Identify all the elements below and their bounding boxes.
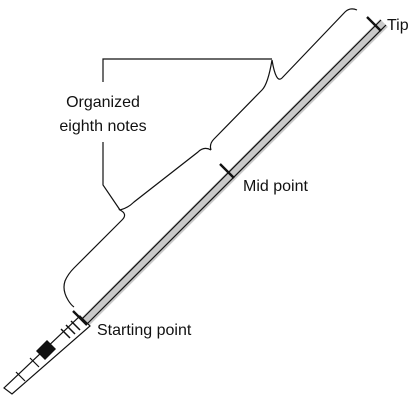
handle-ring-3 <box>70 320 81 331</box>
starting-point-label: Starting point <box>97 322 192 339</box>
handle-ring-2 <box>65 324 76 335</box>
tip-tick <box>366 16 382 32</box>
baton-shading <box>80 19 388 327</box>
baton-handle <box>3 315 91 395</box>
upper-brace <box>209 8 358 151</box>
baton-shaft-line-left <box>80 19 382 321</box>
baton-shaft-line-right <box>85 24 387 326</box>
tick-marks <box>72 16 382 326</box>
braces <box>63 8 358 308</box>
mid-point-label: Mid point <box>243 178 308 195</box>
baton <box>80 19 388 327</box>
lower-brace <box>63 147 212 308</box>
organized-label-line2: eighth notes <box>59 118 146 135</box>
mid-point-tick <box>219 163 235 179</box>
handle-ring-1 <box>60 328 71 339</box>
organized-connector <box>102 58 272 211</box>
handle-ring-5 <box>15 371 26 382</box>
connector-lower <box>102 142 121 211</box>
handle-ring-4 <box>29 357 40 368</box>
connector-upper <box>102 58 272 82</box>
organized-label-line1: Organized <box>66 94 140 111</box>
handle-grip-band <box>36 340 56 360</box>
starting-point-tick <box>72 310 88 326</box>
tip-label: Tip <box>387 17 409 34</box>
